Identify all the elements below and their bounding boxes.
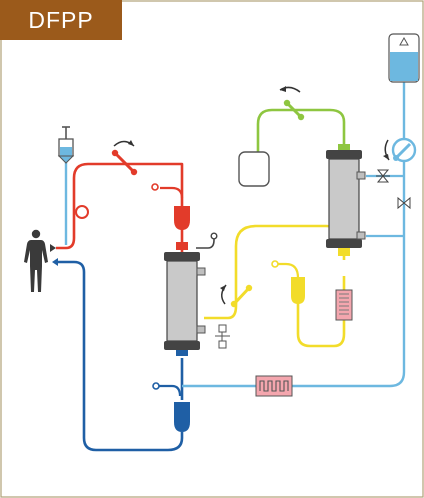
substitution-bag-icon [388,33,420,83]
separator-pressure-port [210,232,218,240]
plasma-fractionator-icon [326,144,366,256]
venous-pressure-line [158,384,182,397]
waste-pump-icon [279,86,305,121]
patient-icon [24,229,48,292]
plasma-line [204,224,346,320]
separator-pressure-line [196,238,215,249]
replacement-pump-icon [383,137,417,163]
title-bar: DFPP [0,0,122,40]
page-title: DFPP [28,6,94,33]
waste-line [256,108,346,152]
blood-leak-detector-icon [215,324,230,349]
plasma-separator-icon [164,252,206,356]
waste-bag-icon [238,151,270,187]
fractionator-return-line [296,276,346,348]
venous-return-line [58,260,184,452]
pressure-monitor-icon [75,205,89,219]
venous-chamber-icon [152,382,190,432]
patient-return-arrow [52,258,58,266]
substitution-line [182,82,406,388]
valve-icon [376,169,411,210]
blood-pump-icon [111,140,138,176]
drip-chamber-icon [151,183,190,250]
patient-outflow-arrow [50,244,56,252]
plasma-chamber-icon [271,260,305,304]
arterial-line [56,162,184,250]
heater-icon [335,289,353,321]
plasma-to-fractionator [278,262,300,279]
substitution-heater-icon [255,375,293,397]
arterial-pressure-line [160,186,184,199]
syringe-icon [57,126,75,164]
plasma-pump-icon [220,284,253,308]
